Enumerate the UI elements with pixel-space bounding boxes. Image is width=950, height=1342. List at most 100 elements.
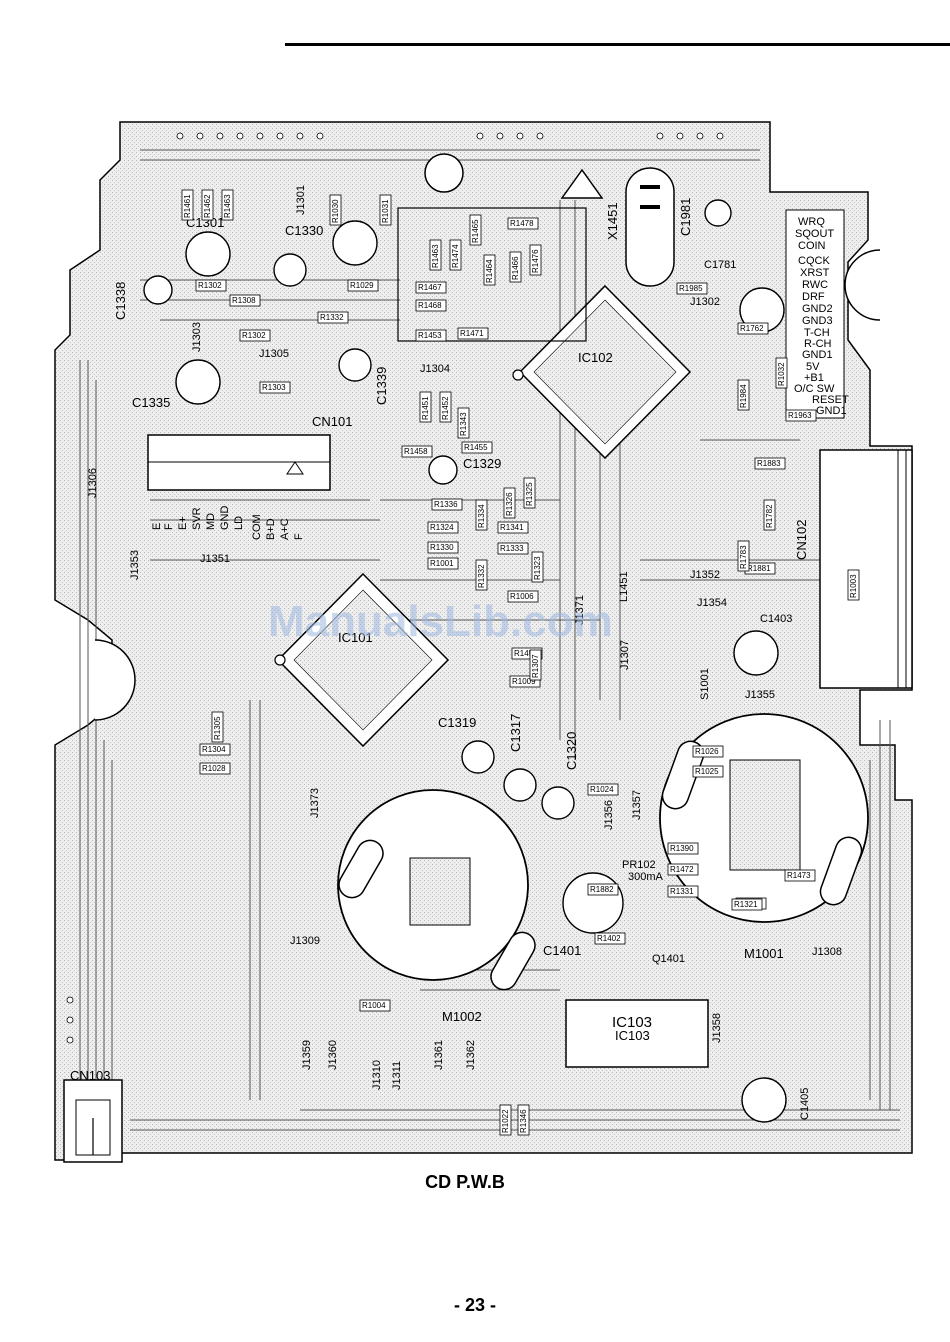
svg-text:C1329: C1329 — [463, 456, 501, 471]
resistor-r1323: R1323 — [531, 551, 544, 583]
svg-text:J1304: J1304 — [420, 363, 450, 375]
resistor-r1026: R1026 — [692, 745, 724, 758]
svg-text:C1401: C1401 — [543, 943, 581, 958]
svg-text:IC101: IC101 — [338, 630, 373, 645]
polarity-marker — [560, 168, 604, 199]
svg-text:COIN: COIN — [798, 240, 826, 252]
resistor-r1006: R1006 — [507, 590, 539, 603]
svg-text:R1471: R1471 — [460, 329, 484, 338]
svg-text:R1333: R1333 — [500, 544, 524, 553]
svg-text:C1781: C1781 — [704, 259, 736, 271]
svg-text:J1371: J1371 — [574, 595, 586, 625]
svg-text:J1359: J1359 — [301, 1040, 313, 1070]
resistor-r1458: R1458 — [401, 445, 433, 458]
ic101: IC101 — [274, 572, 450, 748]
svg-text:R1402: R1402 — [597, 934, 621, 943]
svg-text:J1352: J1352 — [690, 569, 720, 581]
resistor-r1304: R1304 — [199, 743, 231, 756]
svg-text:R1882: R1882 — [590, 885, 614, 894]
resistor-r1302: R1302 — [195, 279, 227, 292]
resistor-r1332: R1332 — [317, 311, 349, 324]
svg-text:R1881: R1881 — [747, 564, 771, 573]
resistor-r1333: R1333 — [497, 542, 529, 555]
svg-text:R1458: R1458 — [404, 447, 428, 456]
resistor-r1009: R1009 — [509, 675, 541, 688]
svg-text:X1451: X1451 — [605, 202, 620, 240]
resistor-r1461: R1461 — [181, 189, 194, 221]
svg-text:L1451: L1451 — [618, 571, 630, 602]
svg-text:A+C: A+C — [279, 518, 291, 540]
svg-text:R1468: R1468 — [418, 301, 442, 310]
svg-text:C1339: C1339 — [374, 367, 389, 405]
capacitor-labels: C1301 C1330 C1338 C1335 C1339 C1329 C198… — [113, 198, 811, 1120]
svg-text:S1001: S1001 — [699, 668, 711, 700]
resistor-r1031: R1031 — [379, 194, 392, 226]
svg-text:R1453: R1453 — [418, 331, 442, 340]
svg-text:GND1: GND1 — [802, 349, 833, 361]
svg-text:R1303: R1303 — [262, 383, 286, 392]
resistor-r1332: R1332 — [475, 559, 488, 591]
svg-text:R1473: R1473 — [787, 871, 811, 880]
svg-text:WRQ: WRQ — [798, 216, 825, 228]
svg-text:R1028: R1028 — [202, 764, 226, 773]
resistor-r1024: R1024 — [587, 783, 619, 796]
svg-text:RWC: RWC — [802, 279, 828, 291]
header-rule — [285, 43, 950, 46]
svg-text:J1307: J1307 — [619, 640, 631, 670]
svg-text:C1317: C1317 — [508, 714, 523, 752]
svg-text:R1307: R1307 — [531, 654, 540, 678]
resistor-r1029: R1029 — [347, 279, 379, 292]
svg-text:+B1: +B1 — [804, 372, 824, 384]
svg-text:LD: LD — [233, 516, 245, 530]
svg-text:R1466: R1466 — [511, 256, 520, 280]
svg-text:J1302: J1302 — [690, 296, 720, 308]
resistor-r1472: R1472 — [667, 863, 699, 876]
svg-text:300mA: 300mA — [628, 871, 664, 883]
svg-text:PR102: PR102 — [622, 859, 656, 871]
resistor-r1455: R1455 — [461, 441, 493, 454]
resistor-r1346: R1346 — [517, 1104, 530, 1136]
resistor-r1762: R1762 — [737, 322, 769, 335]
svg-text:R1003: R1003 — [849, 574, 858, 598]
resistor-r1451: R1451 — [419, 391, 432, 423]
resistor-r1028: R1028 — [199, 762, 231, 775]
resistor-r1473: R1473 — [784, 869, 816, 882]
svg-text:R1024: R1024 — [590, 785, 614, 794]
svg-text:R1308: R1308 — [232, 296, 256, 305]
svg-text:R1026: R1026 — [695, 747, 719, 756]
svg-text:R1985: R1985 — [679, 284, 703, 293]
resistor-r1336: R1336 — [431, 498, 463, 511]
watermark: ManualsLib.com — [268, 597, 613, 646]
svg-text:CN101: CN101 — [312, 414, 352, 429]
svg-text:M1001: M1001 — [744, 946, 784, 961]
svg-text:CQCK: CQCK — [798, 255, 830, 267]
svg-text:R1455: R1455 — [464, 443, 488, 452]
svg-text:R1006: R1006 — [510, 592, 534, 601]
svg-text:C1330: C1330 — [285, 223, 323, 238]
resistor-r1032: R1032 — [775, 357, 788, 389]
cn102: CN102 — [794, 449, 913, 689]
cn101: CN101 — [147, 414, 352, 491]
svg-text:J1358: J1358 — [711, 1013, 723, 1043]
svg-text:J1308: J1308 — [812, 946, 842, 958]
svg-text:R1304: R1304 — [202, 745, 226, 754]
svg-text:R1474: R1474 — [451, 244, 460, 268]
resistor-r1462: R1462 — [201, 189, 214, 221]
svg-text:GND1: GND1 — [816, 405, 847, 417]
svg-text:R1004: R1004 — [362, 1001, 386, 1010]
resistor-r1478: R1478 — [507, 217, 539, 230]
svg-text:R1032: R1032 — [777, 362, 786, 386]
svg-text:C1403: C1403 — [760, 613, 792, 625]
traces — [79, 149, 900, 1140]
resistor-r1325: R1325 — [523, 477, 536, 509]
svg-text:R1325: R1325 — [525, 482, 534, 506]
resistor-r1467: R1467 — [415, 281, 447, 294]
svg-text:C1338: C1338 — [113, 282, 128, 320]
resistor-r1326: R1326 — [503, 487, 516, 519]
svg-text:R1030: R1030 — [331, 199, 340, 223]
resistor-r1984: R1984 — [737, 379, 750, 411]
resistor-r1390: R1390 — [667, 842, 699, 855]
resistor-r1452: R1452 — [439, 391, 452, 423]
svg-text:J1310: J1310 — [371, 1060, 383, 1090]
svg-text:DRF: DRF — [802, 291, 825, 303]
